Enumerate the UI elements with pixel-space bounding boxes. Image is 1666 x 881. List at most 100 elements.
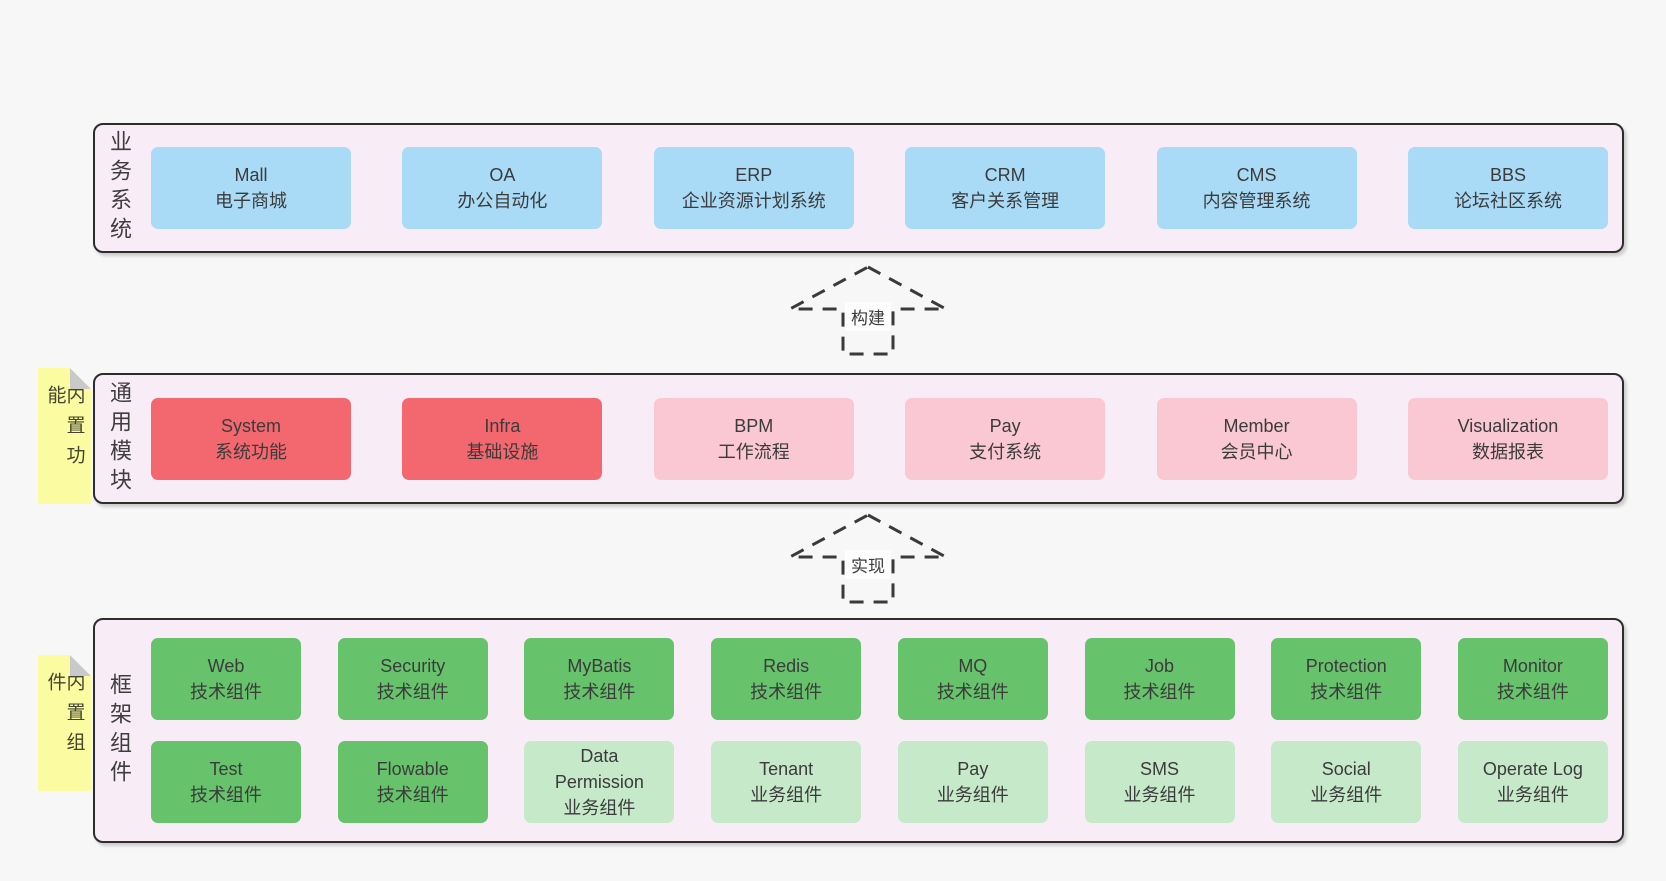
box-sub: 业务组件 bbox=[563, 798, 636, 818]
box-name: Flowable bbox=[376, 759, 449, 779]
box-sub: 业务组件 bbox=[1123, 785, 1196, 805]
arrow-implement: 实现 bbox=[783, 512, 953, 605]
box-sub: 业务组件 bbox=[750, 785, 823, 805]
box-sub: 技术组件 bbox=[190, 682, 262, 702]
box-redis: Redis 技术组件 bbox=[711, 638, 862, 720]
section-common-modules: 通用模块 System 系统功能 Infra 基础设施 BPM 工作流程 Pay… bbox=[93, 373, 1624, 504]
section-label-business-systems: 业务系统 bbox=[107, 130, 132, 246]
box-crm: CRM 客户关系管理 bbox=[905, 147, 1106, 229]
box-security: Security 技术组件 bbox=[337, 638, 488, 720]
box-name: Pay bbox=[989, 415, 1021, 436]
box-sub: 企业资源计划系统 bbox=[681, 191, 826, 211]
folded-corner-icon bbox=[70, 655, 91, 676]
arrow-build: 构建 bbox=[783, 264, 953, 357]
box-test: Test 技术组件 bbox=[151, 741, 301, 823]
box-sub: 基础设施 bbox=[466, 441, 539, 462]
folded-corner-icon bbox=[70, 368, 91, 389]
framework-components-rows: Web 技术组件 Security 技术组件 MyBatis 技术组件 Redi… bbox=[130, 638, 1622, 823]
box-sub: 客户关系管理 bbox=[951, 191, 1060, 211]
box-name: Social bbox=[1321, 759, 1371, 779]
box-visualization: Visualization 数据报表 bbox=[1407, 397, 1608, 480]
box-sub: 技术组件 bbox=[1310, 682, 1383, 702]
box-monitor: Monitor 技术组件 bbox=[1457, 638, 1608, 720]
box-sub: 电子商城 bbox=[215, 191, 287, 211]
box-name: CRM bbox=[984, 165, 1026, 185]
box-sms: SMS 业务组件 bbox=[1084, 741, 1235, 823]
box-sub: 内容管理系统 bbox=[1202, 191, 1311, 211]
common-modules-rows: System 系统功能 Infra 基础设施 BPM 工作流程 Pay 支付系统… bbox=[130, 397, 1622, 480]
framework-components-row-1: Web 技术组件 Security 技术组件 MyBatis 技术组件 Redi… bbox=[151, 638, 1608, 720]
box-mall: Mall 电子商城 bbox=[151, 147, 351, 229]
box-mybatis: MyBatis 技术组件 bbox=[524, 638, 675, 720]
arrow-implement-label: 实现 bbox=[845, 550, 891, 579]
box-sub: 技术组件 bbox=[190, 785, 262, 805]
box-data-permission: Data Permission 业务组件 bbox=[524, 741, 675, 823]
box-cms: CMS 内容管理系统 bbox=[1156, 147, 1357, 229]
box-name: Test bbox=[209, 759, 243, 779]
box-sub: 系统功能 bbox=[215, 441, 287, 462]
box-name: Security bbox=[380, 656, 446, 676]
common-modules-row: System 系统功能 Infra 基础设施 BPM 工作流程 Pay 支付系统… bbox=[151, 397, 1608, 480]
box-sub: 技术组件 bbox=[563, 682, 636, 702]
box-bbs: BBS 论坛社区系统 bbox=[1407, 147, 1608, 229]
box-name: OA bbox=[489, 165, 516, 185]
box-name: Visualization bbox=[1457, 415, 1559, 436]
box-name: MyBatis bbox=[567, 656, 632, 676]
up-block-arrow-icon bbox=[789, 265, 947, 356]
section-label-framework-components: 框架组件 bbox=[107, 672, 132, 789]
box-bpm: BPM 工作流程 bbox=[653, 397, 854, 480]
box-name: Member bbox=[1223, 415, 1290, 436]
box-name: SMS bbox=[1140, 759, 1180, 779]
box-sub: 技术组件 bbox=[750, 682, 823, 702]
box-social: Social 业务组件 bbox=[1271, 741, 1422, 823]
note-text: 内置组件 bbox=[44, 672, 85, 762]
business-systems-row: Mall 电子商城 OA 办公自动化 ERP 企业资源计划系统 CRM 客户关系… bbox=[151, 147, 1608, 229]
business-systems-rows: Mall 电子商城 OA 办公自动化 ERP 企业资源计划系统 CRM 客户关系… bbox=[130, 147, 1622, 229]
box-name: Mall bbox=[234, 165, 268, 185]
up-block-arrow-icon bbox=[789, 513, 947, 604]
box-name: MQ bbox=[958, 656, 988, 676]
box-sub: 技术组件 bbox=[936, 682, 1009, 702]
section-label-common-modules: 通用模块 bbox=[107, 380, 132, 497]
box-sub: 技术组件 bbox=[1123, 682, 1196, 702]
box-oa: OA 办公自动化 bbox=[402, 147, 603, 229]
box-name: Protection bbox=[1305, 656, 1387, 676]
box-sub: 业务组件 bbox=[1496, 785, 1569, 805]
box-name: Infra bbox=[484, 415, 521, 436]
box-sub: 工作流程 bbox=[717, 441, 790, 462]
sticky-note-built-in-components: 内置组件 bbox=[38, 655, 91, 791]
box-erp: ERP 企业资源计划系统 bbox=[653, 147, 854, 229]
box-name: System bbox=[220, 415, 281, 436]
box-name: ERP bbox=[735, 165, 773, 185]
box-tenant: Tenant 业务组件 bbox=[711, 741, 862, 823]
box-sub: 业务组件 bbox=[1310, 785, 1383, 805]
box-sub: 业务组件 bbox=[936, 785, 1009, 805]
box-flowable: Flowable 技术组件 bbox=[337, 741, 488, 823]
box-sub: 数据报表 bbox=[1471, 441, 1544, 462]
box-system: System 系统功能 bbox=[151, 397, 351, 480]
box-sub: 会员中心 bbox=[1220, 441, 1293, 462]
box-pay-business: Pay 业务组件 bbox=[897, 741, 1048, 823]
box-name: Web bbox=[207, 656, 245, 676]
box-member: Member 会员中心 bbox=[1156, 397, 1357, 480]
box-name: BPM bbox=[734, 415, 774, 436]
section-business-systems: 业务系统 Mall 电子商城 OA 办公自动化 ERP 企业资源计划系统 CRM… bbox=[93, 123, 1624, 253]
box-infra: Infra 基础设施 bbox=[402, 397, 603, 480]
box-sub: 技术组件 bbox=[1496, 682, 1569, 702]
note-text: 内置功能 bbox=[44, 385, 85, 475]
box-sub: 技术组件 bbox=[376, 682, 449, 702]
box-sub: 办公自动化 bbox=[457, 191, 548, 211]
box-mq: MQ 技术组件 bbox=[897, 638, 1048, 720]
box-web: Web 技术组件 bbox=[151, 638, 301, 720]
box-job: Job 技术组件 bbox=[1084, 638, 1235, 720]
box-name: Redis bbox=[763, 656, 810, 676]
framework-components-row-2: Test 技术组件 Flowable 技术组件 Data Permission … bbox=[151, 741, 1608, 823]
box-name: Pay bbox=[957, 759, 989, 779]
section-framework-components: 框架组件 Web 技术组件 Security 技术组件 MyBatis 技术组件… bbox=[93, 618, 1624, 843]
box-pay: Pay 支付系统 bbox=[905, 397, 1106, 480]
box-name: Tenant bbox=[759, 759, 814, 779]
box-name: CMS bbox=[1236, 165, 1277, 185]
box-name: Monitor bbox=[1502, 656, 1563, 676]
box-operate-log: Operate Log 业务组件 bbox=[1457, 741, 1608, 823]
